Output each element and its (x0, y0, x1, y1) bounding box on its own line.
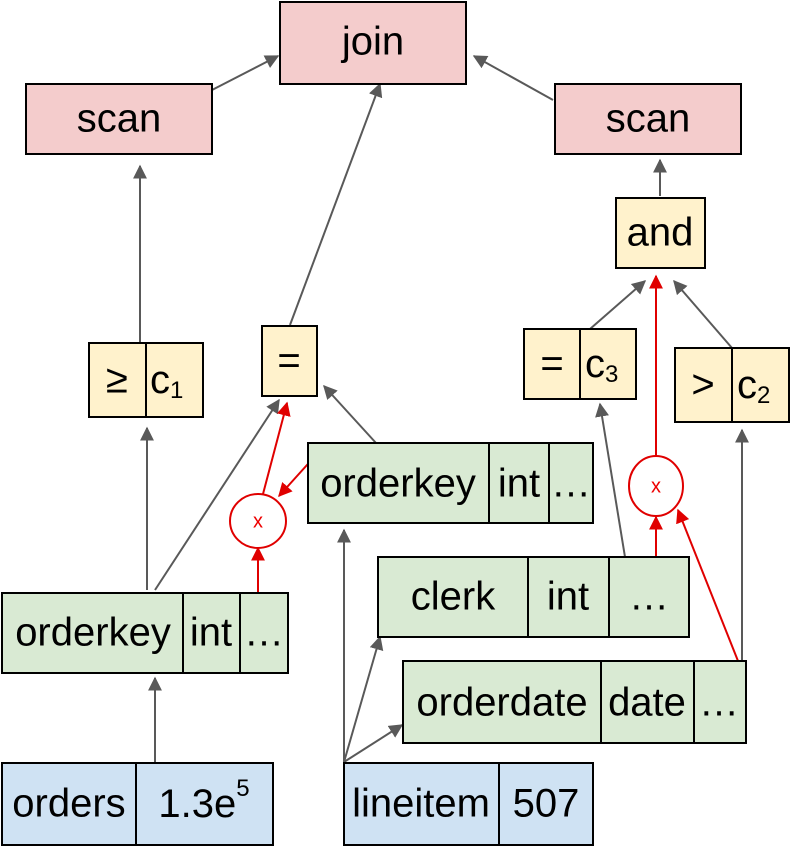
table-orders: orders 1.3e5 (1, 762, 274, 846)
lineitem-name: lineitem (352, 782, 490, 826)
orderdate-type: date (608, 681, 686, 725)
c1-subscript: 1 (170, 377, 183, 404)
orderkey-ord-more: … (244, 611, 284, 655)
orderkey-li-more: … (551, 462, 591, 506)
eq-center-label: = (277, 339, 300, 383)
edges (133, 55, 749, 763)
orderkey-ord-name: orderkey (15, 611, 171, 655)
mult-circle-left: x (229, 493, 287, 549)
node-eq-c3: = c3 (523, 328, 637, 400)
column-orderkey-lineitem: orderkey int … (307, 442, 594, 524)
edge-eq-right-to-and (589, 280, 647, 330)
c2-base: c (737, 363, 757, 407)
mult-left-label: x (253, 510, 263, 532)
clerk-name: clerk (411, 575, 496, 619)
node-scan-right: scan (554, 83, 742, 155)
c1-base: c (150, 358, 170, 402)
red-edge-orderdate-to-mult (676, 508, 741, 667)
lineitem-size: 507 (513, 782, 580, 826)
column-orderdate: orderdate date … (402, 660, 747, 744)
edge-orderkey-li-to-eq (323, 384, 377, 444)
orders-size: 1.3e5 (158, 775, 249, 825)
edge-lineitem-to-orderdate (343, 724, 404, 763)
orders-size-base: 1.3e (158, 782, 236, 826)
orders-name: orders (12, 782, 125, 826)
c2-label: c2 (737, 363, 770, 410)
scan-right-label: scan (606, 97, 691, 141)
edge-scan-right-to-join (472, 55, 554, 101)
c3-base: c (585, 342, 605, 386)
scan-left-label: scan (77, 97, 162, 141)
clerk-more: … (629, 575, 669, 619)
node-ge-c1: ≥ c1 (88, 342, 204, 418)
edge-clerk-to-eq-right (595, 402, 626, 558)
edge-scan-left-to-join (211, 55, 280, 91)
red-edge-mult-to-eq (262, 401, 291, 495)
orderkey-li-name: orderkey (320, 462, 476, 506)
node-eq-center: = (261, 325, 318, 397)
c3-subscript: 3 (605, 361, 618, 388)
column-clerk: clerk int … (377, 556, 690, 638)
edge-orderkey-ord-to-eq (154, 398, 280, 591)
c3-label: c3 (585, 342, 618, 389)
edge-lineitem-to-clerk (343, 635, 384, 763)
orderdate-more: … (699, 681, 739, 725)
node-join: join (279, 1, 467, 85)
gt-symbol: > (691, 363, 714, 407)
table-lineitem: lineitem 507 (343, 762, 594, 846)
orders-size-exponent: 5 (236, 775, 249, 802)
c1-label: c1 (150, 358, 183, 405)
ge-symbol: ≥ (106, 358, 128, 402)
column-orderkey-orders: orderkey int … (1, 592, 289, 674)
mult-circle-right: x (628, 455, 684, 517)
orderkey-ord-type: int (190, 611, 232, 655)
node-and: and (615, 197, 706, 269)
and-label: and (627, 211, 694, 255)
eq-right-symbol: = (540, 342, 563, 386)
edge-gt-to-and (673, 279, 733, 349)
node-scan-left: scan (25, 83, 213, 155)
join-label: join (341, 20, 404, 64)
orderdate-name: orderdate (416, 681, 587, 725)
orderkey-li-type: int (498, 462, 540, 506)
mult-right-label: x (651, 475, 661, 497)
clerk-type: int (547, 575, 589, 619)
edge-eq-center-to-join (289, 82, 383, 326)
c2-subscript: 2 (757, 382, 770, 409)
node-gt-c2: > c2 (674, 347, 790, 423)
